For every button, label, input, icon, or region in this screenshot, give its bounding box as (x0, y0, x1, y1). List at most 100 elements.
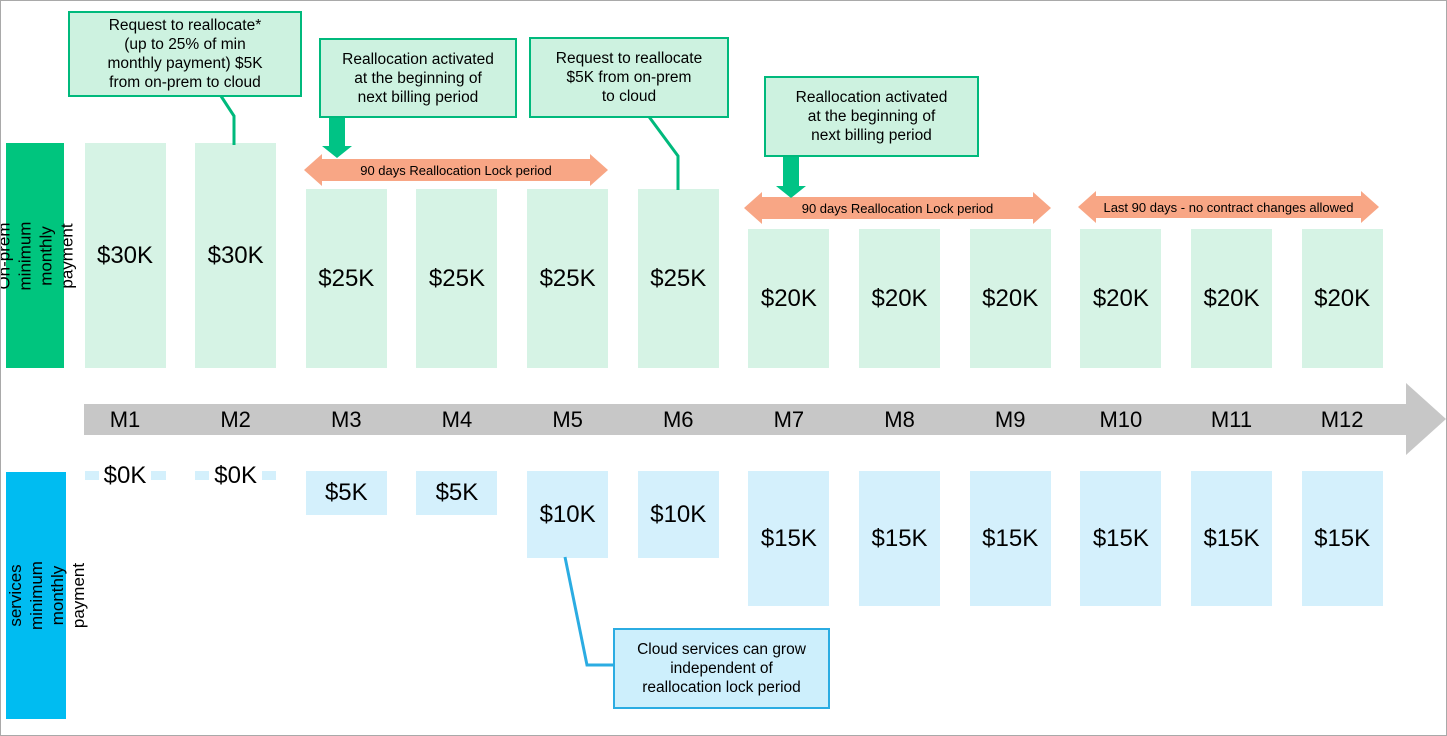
cloud-row-label-text: Cloud services minimum monthly payment (0, 561, 88, 630)
last-90-days-arrow-label: Last 90 days - no contract changes allow… (1103, 199, 1354, 215)
onprem-bar-value: $20K (1302, 284, 1383, 314)
timeline-month: M6 (662, 406, 694, 432)
connector-reallocate-1 (217, 92, 236, 145)
cloud-bar (416, 471, 498, 515)
cloud-bar (748, 471, 830, 606)
callout-cloud-growth: Cloud services can grow independent of r… (613, 628, 830, 709)
arrow-right-head (1361, 191, 1379, 223)
cloud-bar (1191, 471, 1272, 606)
onprem-bar-value-text: $30K (96, 241, 154, 269)
cloud-row-label: Cloud services minimum monthly payment (1, 472, 88, 719)
onprem-bar-value: $25K (638, 264, 719, 294)
arrow-shaft (321, 159, 591, 181)
onprem-bar-value: $25K (527, 264, 608, 294)
cloud-bar-value-text: $0K (98, 460, 152, 491)
arrow-shaft (1095, 196, 1362, 218)
timeline-month: M8 (884, 406, 915, 432)
onprem-bar-value: $20K (970, 284, 1051, 314)
connector-cloud-growth (563, 556, 613, 667)
onprem-bar (195, 143, 277, 368)
cloud-bar-value-text: $5K (324, 479, 368, 506)
arrow-head (322, 146, 352, 158)
cloud-bar-value-text: $15K (1314, 524, 1371, 552)
arrow-shaft (761, 197, 1034, 219)
onprem-bar-value-text: $20K (1314, 284, 1371, 312)
callout-reallocation-activated-1: Reallocation activated at the beginning … (319, 38, 517, 118)
onprem-bar-value: $20K (1191, 284, 1272, 314)
cloud-bar-value-text: $10K (650, 500, 707, 528)
arrow-right-head (1033, 192, 1051, 224)
onprem-bar-value-text: $25K (650, 264, 707, 292)
timeline-band (84, 404, 1406, 435)
onprem-bar-value-text: $25K (428, 264, 485, 292)
onprem-bar (1301, 229, 1383, 368)
timeline-arrowhead-icon (1406, 383, 1446, 455)
arrow-shaft (783, 152, 799, 187)
cloud-bar-value-text: $15K (1092, 524, 1149, 552)
onprem-bar-value-text: $20K (982, 284, 1039, 312)
connector-reallocate-2 (645, 113, 680, 190)
cloud-bar-value-text: $10K (539, 500, 596, 528)
arrow-left-head (744, 192, 762, 224)
onprem-bar-value-text: $25K (539, 264, 596, 292)
arrow-right-head (590, 154, 608, 186)
timeline-month: M4 (441, 406, 473, 432)
onprem-bar (1191, 229, 1272, 368)
arrow-left-head (1078, 191, 1096, 223)
timeline-month: M12 (1320, 406, 1364, 432)
onprem-bar-value: $20K (859, 284, 940, 314)
timeline-month: M11 (1210, 406, 1253, 432)
onprem-bar (859, 229, 941, 368)
cloud-bar (859, 471, 941, 606)
timeline-month: M5 (552, 406, 583, 432)
cloud-bar-value: $15K (1302, 524, 1383, 554)
arrow-head (776, 186, 806, 198)
onprem-bar-value-text: $30K (207, 241, 264, 269)
last-90-days-arrow: Last 90 days - no contract changes allow… (1078, 191, 1379, 223)
arrow-shaft (329, 113, 345, 147)
cloud-bar-value-text: $0K (209, 460, 262, 491)
onprem-bar (84, 143, 166, 368)
timeline-month: M7 (773, 406, 805, 432)
cloud-bar-value: $0K (195, 460, 276, 491)
onprem-bar-value: $30K (85, 241, 166, 271)
cloud-bar-value: $5K (306, 478, 387, 508)
cloud-bar-value: $15K (859, 524, 940, 554)
lock-period-arrow-1-label: 90 days Reallocation Lock period (360, 162, 552, 178)
cloud-bar (969, 471, 1051, 606)
onprem-bar-value-text: $20K (760, 284, 817, 312)
onprem-bar-value: $20K (1080, 284, 1161, 314)
cloud-bar (305, 471, 387, 515)
cloud-bar-value: $10K (638, 500, 719, 530)
cloud-bar-value: $0K (85, 460, 166, 491)
cloud-bar-value: $15K (1191, 524, 1272, 554)
onprem-bar-value-text: $25K (318, 264, 375, 292)
onprem-bar-value-text: $20K (1203, 284, 1260, 312)
cloud-bar-value: $10K (527, 500, 608, 530)
onprem-bar (1080, 229, 1162, 368)
arrow-left-head (304, 154, 322, 186)
onprem-bar (305, 189, 387, 368)
cloud-bar-value-text: $15K (871, 524, 928, 552)
lock-period-arrow-2: 90 days Reallocation Lock period (744, 192, 1051, 224)
cloud-bar-value-text: $5K (435, 479, 479, 506)
lock-period-arrow-2-label: 90 days Reallocation Lock period (801, 200, 994, 216)
onprem-bar (527, 189, 609, 368)
onprem-bar (637, 189, 719, 368)
timeline-month: M1 (109, 406, 141, 432)
cloud-bar (527, 471, 609, 558)
cloud-bar (1301, 471, 1383, 606)
onprem-bar-value: $25K (416, 264, 497, 294)
callout-reallocation-activated-2: Reallocation activated at the beginning … (764, 76, 979, 157)
onprem-bar-value: $30K (195, 241, 276, 271)
onprem-bar (748, 229, 830, 368)
timeline-month: M9 (994, 406, 1026, 432)
cloud-bar-value: $15K (748, 524, 829, 554)
timeline-month: M2 (220, 406, 251, 432)
onprem-bar-value: $25K (306, 264, 387, 294)
cloud-bar (637, 471, 719, 558)
cloud-bar-value-text: $15K (760, 524, 817, 552)
lock-period-arrow-1: 90 days Reallocation Lock period (304, 154, 608, 186)
cloud-bar-value: $5K (416, 478, 497, 508)
